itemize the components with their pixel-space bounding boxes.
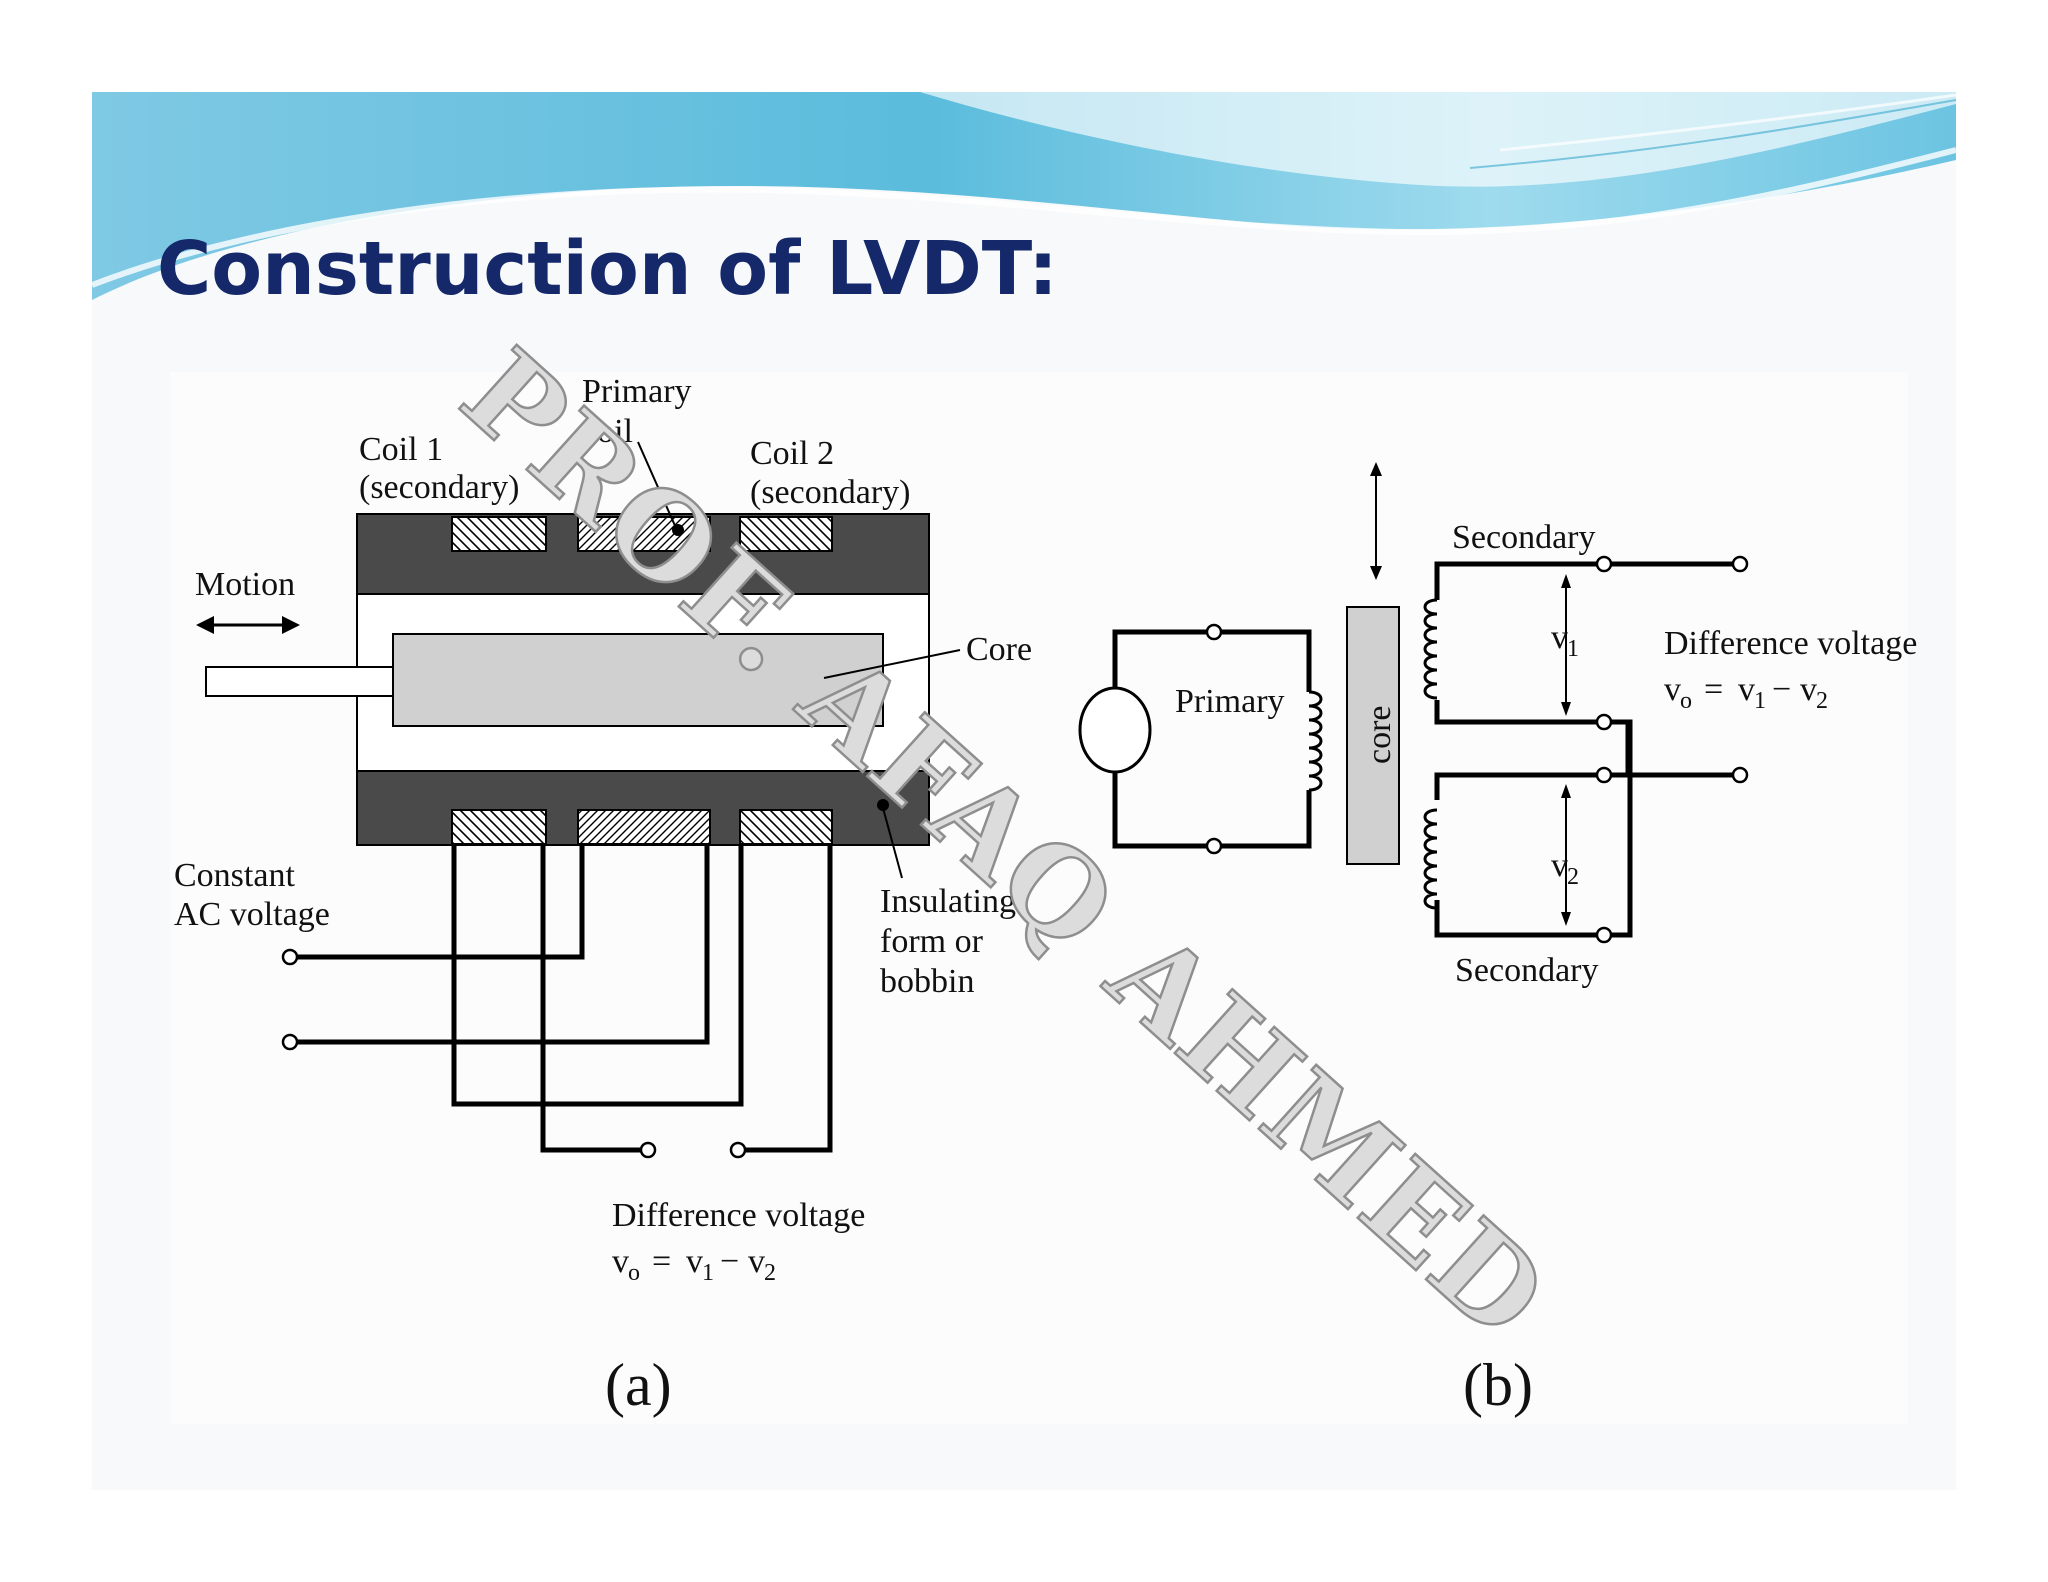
primary-leader-dot (672, 524, 684, 536)
label-difference-voltage-b: Difference voltage (1664, 625, 1917, 662)
insulating-leader-dot (877, 799, 889, 811)
sec-terminal-1 (1595, 555, 1613, 573)
equation-a: v o = v 1 − v 2 (612, 1243, 776, 1286)
label-insulating-1: Insulating (880, 883, 1016, 920)
label-constant-1: Constant (174, 857, 295, 894)
svg-text:−: − (720, 1243, 739, 1280)
label-primary-1: Primary (582, 373, 692, 410)
label-primary-2: coil (582, 413, 633, 450)
svg-text:1: 1 (1754, 688, 1766, 714)
svg-text:v: v (1551, 847, 1568, 884)
label-motion: Motion (195, 566, 295, 603)
insulating-leader (882, 807, 903, 879)
label-primary-b: Primary (1175, 683, 1285, 720)
label-coil1-1: Coil 1 (359, 431, 443, 468)
sec-terminal-2 (1595, 713, 1613, 731)
label-core-b: core (1361, 705, 1398, 764)
secondary-bottom-return (1434, 775, 1633, 938)
primary-coil-bottom (577, 809, 711, 845)
core-rod (205, 666, 395, 697)
label-insulating-3: bobbin (880, 963, 974, 1000)
svg-text:2: 2 (1567, 864, 1579, 890)
svg-text:v: v (612, 1243, 629, 1280)
caption-a: (a) (605, 1352, 672, 1418)
svg-text:1: 1 (1567, 636, 1579, 662)
secondary-top-coil (1423, 598, 1438, 700)
label-core: Core (966, 631, 1032, 668)
label-v2: v 2 (1551, 847, 1579, 890)
svg-text:2: 2 (1816, 688, 1828, 714)
primary-coil-top (577, 516, 711, 552)
figure-b: Primary core (1078, 462, 1917, 1418)
sec-terminal-3 (1595, 766, 1613, 784)
core (392, 633, 884, 727)
svg-text:v: v (1551, 619, 1568, 656)
slide-title: Construction of LVDT: (157, 226, 1058, 312)
label-constant-2: AC voltage (174, 896, 330, 933)
primary-terminal-bottom (1205, 837, 1223, 855)
svg-text:v: v (1738, 671, 1755, 708)
primary-terminal-top (1205, 623, 1223, 641)
figure-a: Primary coil Coil 1 (secondary) Coil 2 (… (174, 373, 1032, 1418)
output-terminal-b2 (1731, 766, 1749, 784)
coil1-top (451, 516, 547, 552)
svg-text:v: v (748, 1243, 765, 1280)
coil2-bottom (739, 809, 833, 845)
ac-terminal-1 (281, 948, 299, 966)
label-secondary-top: Secondary (1452, 519, 1596, 556)
wiring-a (292, 845, 833, 1153)
ac-source (1078, 686, 1152, 774)
motion-arrow (196, 616, 300, 634)
core-leader (823, 649, 961, 679)
sec-terminal-4 (1595, 926, 1613, 944)
svg-text:2: 2 (764, 1260, 776, 1286)
svg-text:v: v (1800, 671, 1817, 708)
svg-text:=: = (1704, 671, 1723, 708)
core-motion-arrow (1370, 462, 1382, 580)
label-difference-voltage-a: Difference voltage (612, 1197, 865, 1234)
label-coil2-1: Coil 2 (750, 435, 834, 472)
output-terminal-b1 (1731, 555, 1749, 573)
ac-terminal-2 (281, 1033, 299, 1051)
label-insulating-2: form or (880, 923, 984, 960)
svg-text:v: v (1664, 671, 1681, 708)
series-link (1606, 719, 1631, 775)
svg-text:o: o (1680, 688, 1692, 714)
primary-coil (1308, 690, 1323, 792)
label-coil1-2: (secondary) (359, 469, 519, 506)
label-coil2-2: (secondary) (750, 474, 910, 511)
coil2-top (739, 516, 833, 552)
svg-text:=: = (652, 1243, 671, 1280)
secondary-bottom-top-wire (1434, 772, 1630, 800)
output-terminal-1 (639, 1141, 657, 1159)
caption-b: (b) (1463, 1352, 1533, 1418)
v2-arrow (1561, 784, 1571, 926)
svg-text:v: v (686, 1243, 703, 1280)
primary-leader (637, 441, 677, 529)
secondary-top-wire (1434, 561, 1740, 600)
equation-b: v o = v 1 − v 2 (1664, 671, 1828, 714)
svg-text:1: 1 (702, 1260, 714, 1286)
secondary-bottom-coil (1423, 808, 1438, 910)
label-v1: v 1 (1551, 619, 1579, 662)
coil1-bottom (451, 809, 547, 845)
svg-text:o: o (628, 1260, 640, 1286)
header-banner (90, 92, 1957, 300)
label-secondary-bottom: Secondary (1455, 952, 1599, 989)
output-terminal-2 (729, 1141, 747, 1159)
v1-arrow (1561, 574, 1571, 716)
svg-text:−: − (1772, 671, 1791, 708)
core-b (1346, 606, 1400, 865)
